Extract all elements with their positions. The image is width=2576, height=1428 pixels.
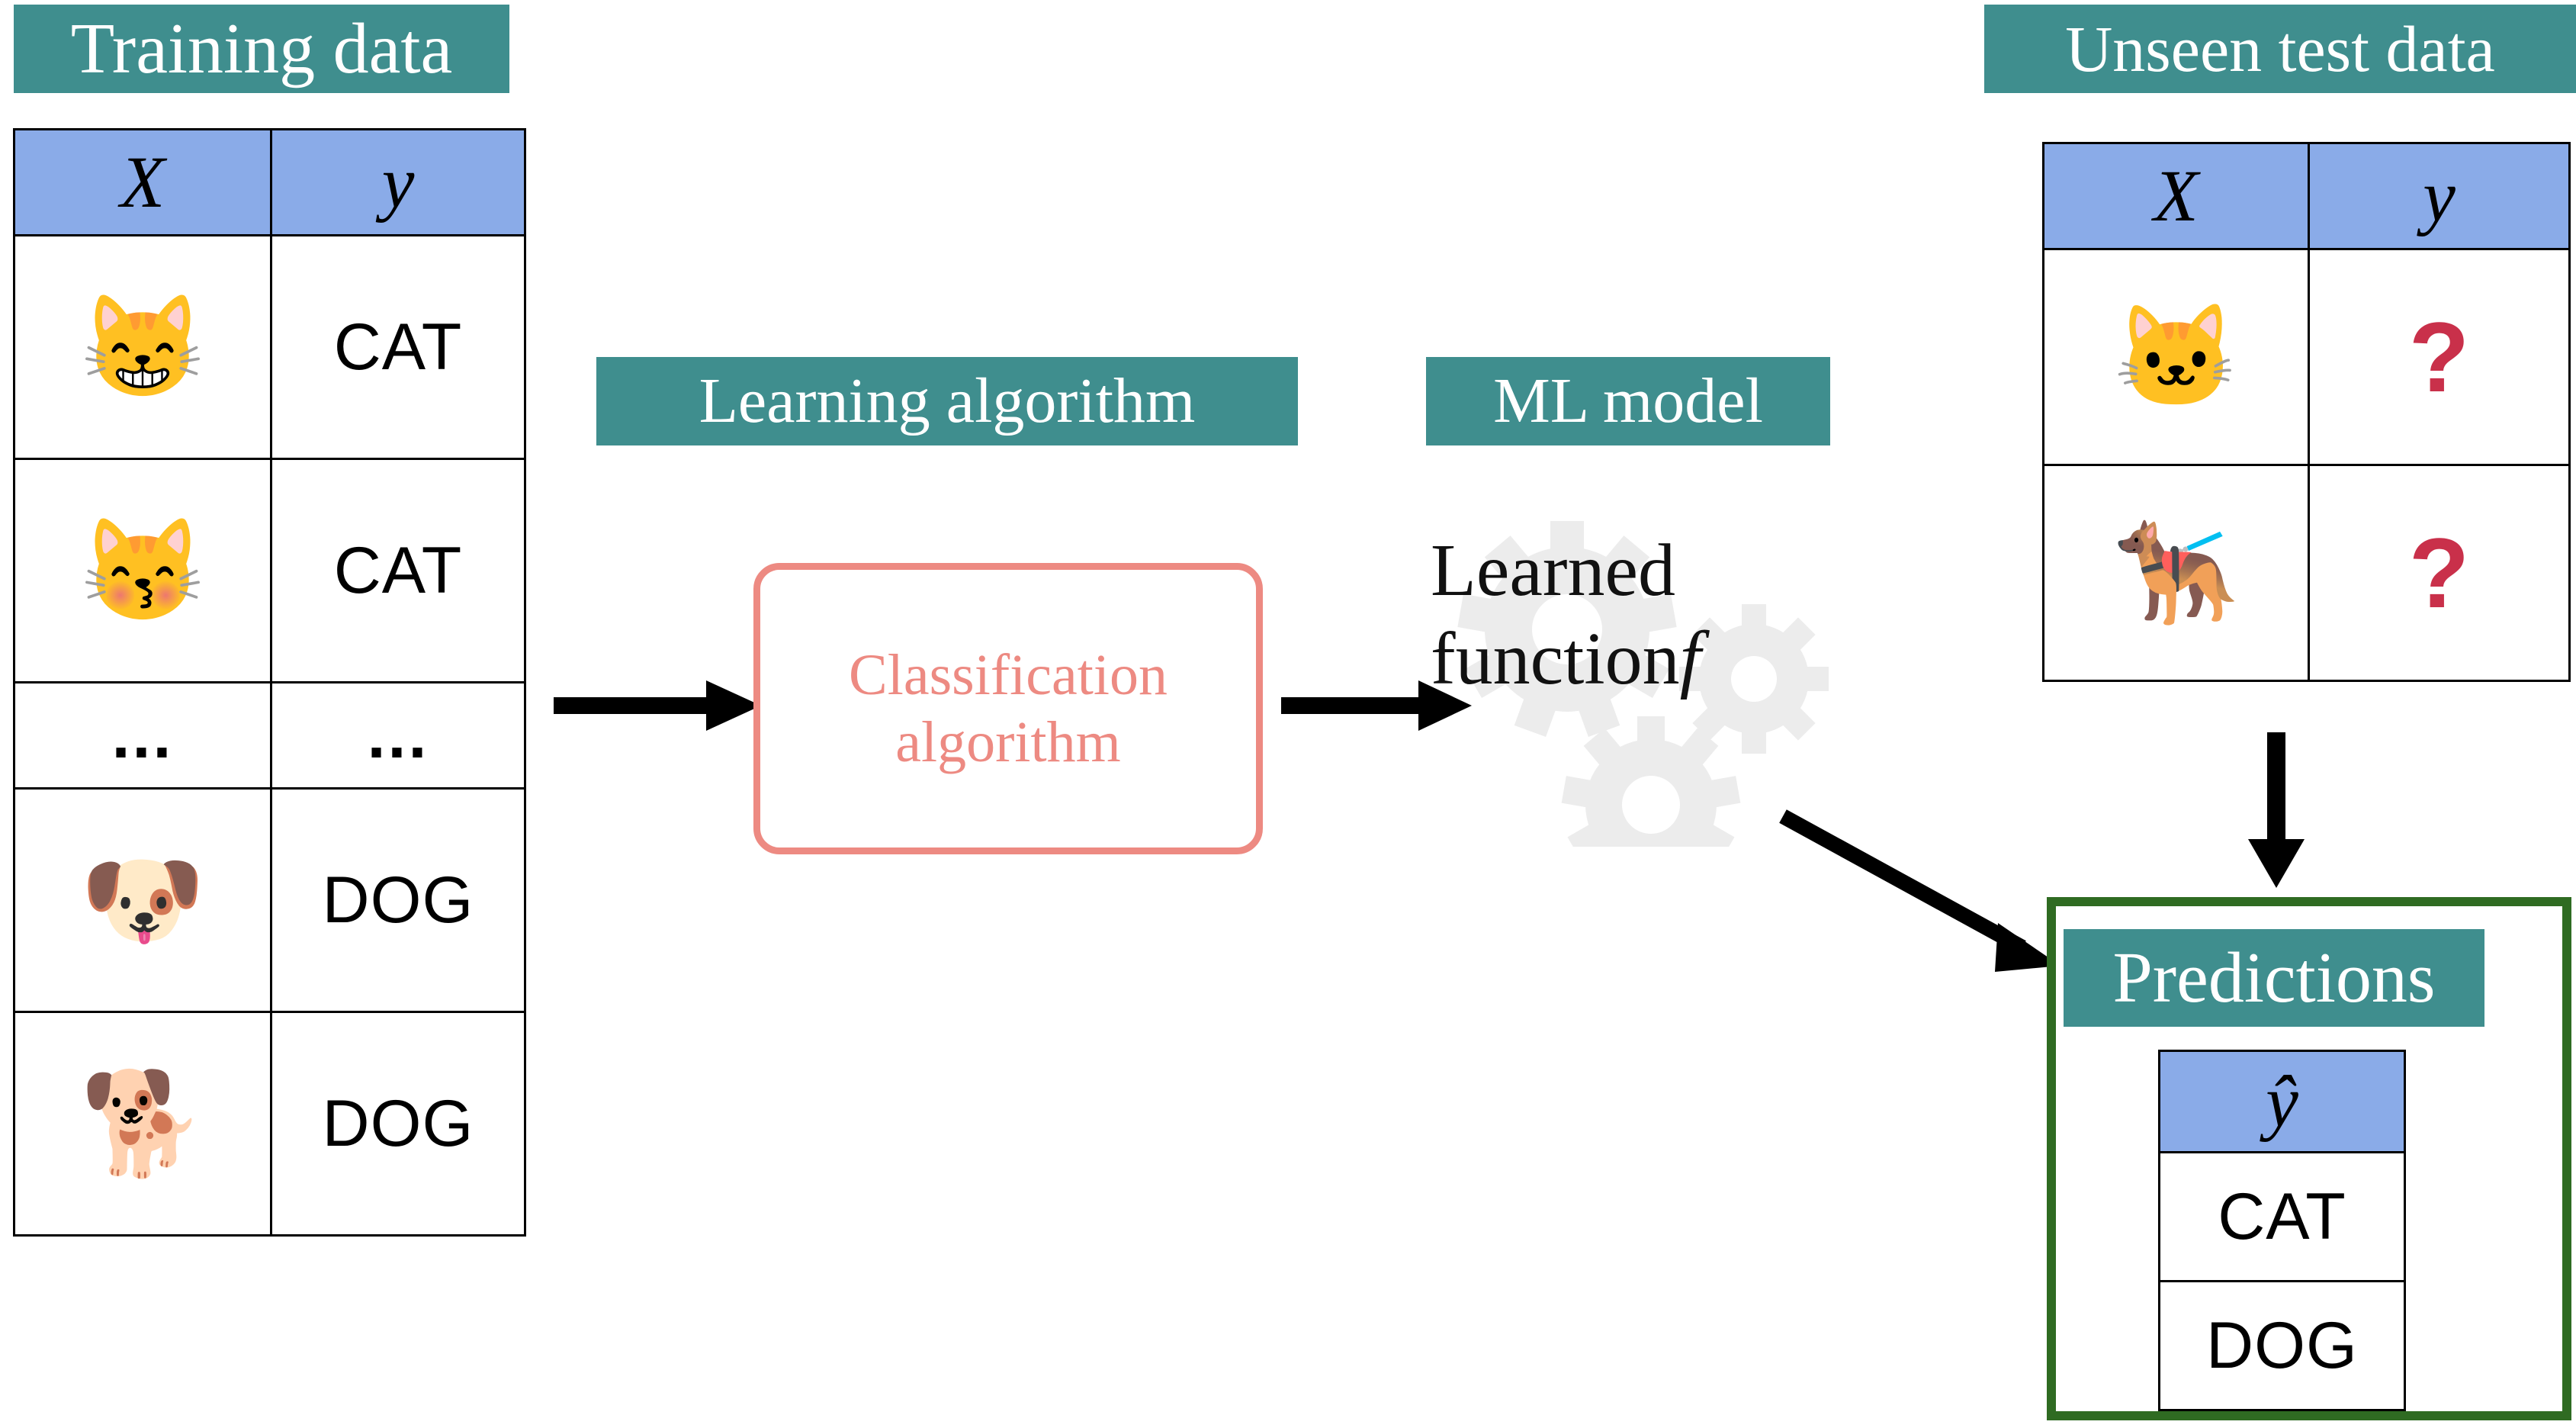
- learning-algorithm-label: Learning algorithm: [596, 357, 1298, 445]
- kissing-cat-emoji: 😽: [79, 514, 206, 626]
- ml-model-label: ML model: [1426, 357, 1830, 445]
- training-label-cell: DOG: [270, 1011, 526, 1237]
- training-label-cell: DOG: [270, 787, 526, 1013]
- predictions-table: ŷ CAT DOG: [2158, 1050, 2406, 1411]
- table-row: 🐶 DOG: [13, 787, 526, 1013]
- table-row-ellipsis: ... ...: [13, 681, 526, 790]
- unseen-test-data-table: X y 🐱 ? 🐕‍🦺 ?: [2042, 142, 2571, 682]
- arrow-training-to-algorithm: [554, 680, 761, 731]
- classification-algorithm-box[interactable]: Classification algorithm: [753, 563, 1263, 854]
- ellipsis-cell-y: ...: [270, 681, 526, 790]
- prediction-col-header-yhat: ŷ: [2158, 1050, 2406, 1153]
- cat-face-emoji: 🐱: [2113, 301, 2239, 413]
- table-header-row: X y: [13, 128, 526, 236]
- gears-icon: [1457, 521, 1829, 847]
- dog-face-emoji-cell: 🐶: [13, 787, 272, 1013]
- dog-emoji-cell: 🐕: [13, 1011, 272, 1237]
- ellipsis-icon: ...: [367, 698, 429, 772]
- cat-face-emoji-cell: 🐱: [2042, 248, 2310, 466]
- training-col-header-y: y: [270, 128, 526, 236]
- grinning-cat-emoji-cell: 😸: [13, 234, 272, 460]
- test-col-header-y: y: [2308, 142, 2571, 250]
- classification-algorithm-text: Classification algorithm: [849, 642, 1168, 774]
- function-symbol: f: [1679, 615, 1701, 700]
- ellipsis-cell-x: ...: [13, 681, 272, 790]
- test-unknown-cell: ?: [2308, 464, 2571, 682]
- table-row: 🐱 ?: [2042, 248, 2571, 466]
- predictions-label: Predictions: [2064, 929, 2484, 1027]
- dog-emoji: 🐕: [79, 1067, 206, 1179]
- test-unknown-cell: ?: [2308, 248, 2571, 466]
- table-row: 🐕 DOG: [13, 1011, 526, 1237]
- table-header-row: ŷ: [2158, 1050, 2406, 1153]
- kissing-cat-emoji-cell: 😽: [13, 458, 272, 683]
- table-header-row: X y: [2042, 142, 2571, 250]
- training-label-cell: CAT: [270, 458, 526, 683]
- service-dog-emoji-cell: 🐕‍🦺: [2042, 464, 2310, 682]
- training-data-label: Training data: [14, 5, 509, 93]
- arrow-model-to-predictions: [1779, 809, 2060, 972]
- table-row: CAT: [2158, 1151, 2406, 1282]
- dog-face-emoji: 🐶: [79, 844, 206, 956]
- ellipsis-icon: ...: [111, 698, 174, 772]
- training-col-header-x: X: [13, 128, 272, 236]
- table-row: 😸 CAT: [13, 234, 526, 460]
- arrow-test-to-predictions: [2248, 732, 2305, 888]
- learned-function-text: Learned functionf: [1431, 529, 1701, 700]
- arrow-algorithm-to-model: [1281, 680, 1472, 731]
- training-data-table: X y 😸 CAT 😽 CAT: [13, 128, 526, 1237]
- prediction-cell: CAT: [2158, 1151, 2406, 1282]
- grinning-cat-emoji: 😸: [79, 291, 206, 403]
- question-mark-icon: ?: [2408, 517, 2470, 629]
- table-row: 😽 CAT: [13, 458, 526, 683]
- table-row: DOG: [2158, 1280, 2406, 1411]
- table-row: 🐕‍🦺 ?: [2042, 464, 2571, 682]
- prediction-cell: DOG: [2158, 1280, 2406, 1411]
- question-mark-icon: ?: [2408, 301, 2470, 413]
- unseen-test-data-label: Unseen test data: [1984, 5, 2576, 93]
- predictions-panel: Predictions ŷ CAT DOG: [2047, 897, 2571, 1420]
- training-label-cell: CAT: [270, 234, 526, 460]
- service-dog-emoji: 🐕‍🦺: [2113, 516, 2239, 629]
- test-col-header-x: X: [2042, 142, 2310, 250]
- learned-function-block: Learned functionf: [1431, 503, 1906, 847]
